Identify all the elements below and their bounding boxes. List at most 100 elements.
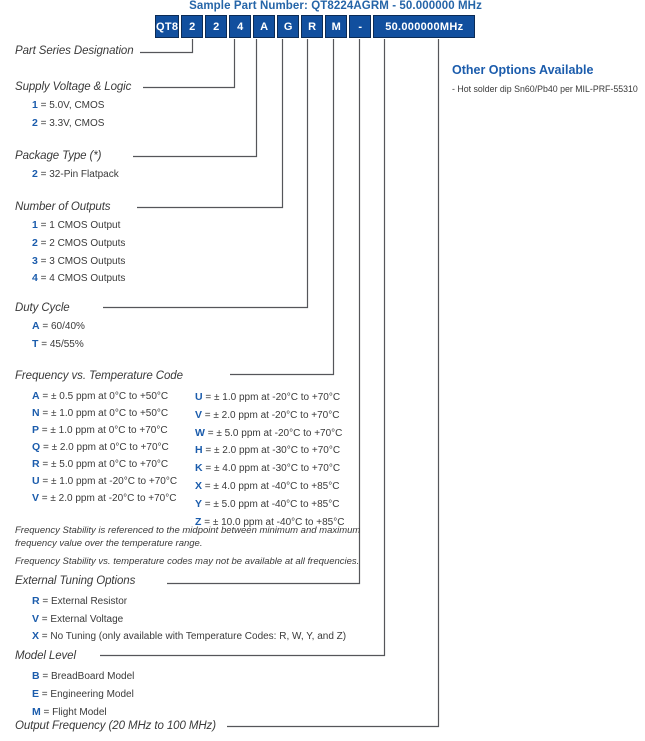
part-code-cell: 4 xyxy=(229,15,252,38)
option-row: U = ± 1.0 ppm at -20°C to +70°C xyxy=(195,389,344,407)
part-number-table: QT8 2 2 4 A G R M - 50.000000MHz xyxy=(155,15,476,38)
option-code: T xyxy=(32,337,39,350)
note-text: Frequency Stability vs. temperature code… xyxy=(15,556,360,567)
temp-code-list-right: U = ± 1.0 ppm at -20°C to +70°C V = ± 2.… xyxy=(195,389,344,531)
option-code: V xyxy=(32,612,40,625)
option-row: M = Flight Model xyxy=(32,704,134,722)
option-code: U xyxy=(32,475,40,487)
option-desc: = 60/40% xyxy=(42,321,85,332)
option-row: U = ± 1.0 ppm at -20°C to +70°C xyxy=(32,473,360,490)
part-code-cell: 2 xyxy=(205,15,228,38)
section-package-type: Package Type (*) 2 = 32-Pin Flatpack xyxy=(15,150,119,184)
option-row: P = ± 1.0 ppm at 0°C to +70°C xyxy=(32,422,360,439)
option-code: V xyxy=(32,492,40,504)
option-desc: = ± 0.5 ppm at 0°C to +50°C xyxy=(42,391,169,402)
section-model-level: Model Level B = BreadBoard Model E = Eng… xyxy=(15,650,134,721)
option-desc: = ± 5.0 ppm at -40°C to +85°C xyxy=(204,498,340,510)
option-desc: = ± 2.0 ppm at 0°C to +70°C xyxy=(42,442,169,453)
option-desc: = ± 4.0 ppm at -30°C to +70°C xyxy=(205,463,341,475)
section-title: Output Frequency (20 MHz to 100 MHz) xyxy=(15,720,216,732)
option-code: Y xyxy=(195,497,203,510)
option-row: R = External Resistor xyxy=(32,593,346,611)
section-number-of-outputs: Number of Outputs 1 = 1 CMOS Output 2 = … xyxy=(15,201,125,288)
option-code: X xyxy=(195,479,203,492)
connector-duty-cycle xyxy=(103,39,309,309)
section-title: Duty Cycle xyxy=(15,302,70,314)
connector-supply-voltage xyxy=(143,39,236,89)
option-desc: = ± 2.0 ppm at -20°C to +70°C xyxy=(41,493,177,504)
section-title: Package Type (*) xyxy=(15,150,102,162)
option-desc: = External Voltage xyxy=(41,613,124,625)
option-row: B = BreadBoard Model xyxy=(32,668,134,686)
option-desc: = ± 1.0 ppm at -20°C to +70°C xyxy=(205,392,341,403)
option-desc: = 1 CMOS Output xyxy=(40,220,121,231)
option-code: 3 xyxy=(32,254,38,267)
option-row: 2 = 3.3V, CMOS xyxy=(32,115,131,133)
part-code-cell: - xyxy=(349,15,372,38)
section-output-frequency: Output Frequency (20 MHz to 100 MHz) xyxy=(15,720,216,733)
option-code: A xyxy=(32,390,40,402)
option-row: R = ± 5.0 ppm at 0°C to +70°C xyxy=(32,456,360,473)
option-code: B xyxy=(32,670,40,682)
option-row: A = ± 0.5 ppm at 0°C to +50°C xyxy=(32,388,360,405)
option-code: H xyxy=(195,444,203,457)
connector-number-of-outputs xyxy=(137,39,284,209)
option-code: U xyxy=(195,391,203,403)
option-row: 1 = 1 CMOS Output xyxy=(32,217,125,235)
option-row: E = Engineering Model xyxy=(32,686,134,704)
other-options-list: - Hot solder dip Sn60/Pb40 per MIL-PRF-5… xyxy=(452,84,644,95)
option-list: 2 = 32-Pin Flatpack xyxy=(32,166,119,184)
option-desc: = Engineering Model xyxy=(41,688,134,700)
option-code: N xyxy=(32,407,40,419)
option-code: P xyxy=(32,424,40,436)
section-title: Supply Voltage & Logic xyxy=(15,81,132,93)
section-title: Model Level xyxy=(15,650,76,662)
option-desc: = 5.0V, CMOS xyxy=(40,100,105,111)
option-desc: = 3.3V, CMOS xyxy=(40,117,105,129)
connector-package-type xyxy=(133,39,258,158)
option-row: V = ± 2.0 ppm at -20°C to +70°C xyxy=(32,490,360,507)
option-row: K = ± 4.0 ppm at -30°C to +70°C xyxy=(195,460,344,478)
option-code: 2 xyxy=(32,116,38,129)
connector-part-series xyxy=(140,39,194,54)
other-option-item: - Hot solder dip Sn60/Pb40 per MIL-PRF-5… xyxy=(452,84,638,94)
option-row: Y = ± 5.0 ppm at -40°C to +85°C xyxy=(195,496,344,514)
connector-freq-temp-code xyxy=(230,39,335,376)
option-row: H = ± 2.0 ppm at -30°C to +70°C xyxy=(195,442,344,460)
option-row: V = ± 2.0 ppm at -20°C to +70°C xyxy=(195,407,344,425)
option-row: N = ± 1.0 ppm at 0°C to +50°C xyxy=(32,405,360,422)
option-list: B = BreadBoard Model E = Engineering Mod… xyxy=(32,668,134,721)
option-code: V xyxy=(195,408,203,421)
section-supply-voltage: Supply Voltage & Logic 1 = 5.0V, CMOS 2 … xyxy=(15,81,131,133)
section-part-series: Part Series Designation xyxy=(15,45,134,58)
option-code: Z xyxy=(195,515,202,528)
option-code: Q xyxy=(32,441,41,453)
option-desc: = 45/55% xyxy=(41,338,84,350)
option-row: V = External Voltage xyxy=(32,611,346,629)
section-freq-temp-code: Frequency vs. Temperature Code A = ± 0.5… xyxy=(15,370,360,528)
option-code: 4 xyxy=(32,272,38,285)
option-desc: = ± 4.0 ppm at -40°C to +85°C xyxy=(204,480,340,492)
option-row: 2 = 32-Pin Flatpack xyxy=(32,166,119,184)
part-code-cell: M xyxy=(325,15,348,38)
option-code: R xyxy=(32,595,40,607)
option-row: 4 = 4 CMOS Outputs xyxy=(32,270,125,288)
other-options-panel: Other Options Available - Hot solder dip… xyxy=(452,63,644,95)
option-row: X = ± 4.0 ppm at -40°C to +85°C xyxy=(195,478,344,496)
part-code-cell: QT8 xyxy=(155,15,180,38)
option-list: R = External Resistor V = External Volta… xyxy=(32,593,346,646)
option-row: X = No Tuning (only available with Tempe… xyxy=(32,628,346,646)
option-desc: = ± 1.0 ppm at 0°C to +50°C xyxy=(42,408,169,419)
other-options-heading: Other Options Available xyxy=(452,63,594,77)
section-title: Part Series Designation xyxy=(15,45,134,57)
option-code: 1 xyxy=(32,219,38,231)
option-code: W xyxy=(195,426,205,439)
option-desc: = 4 CMOS Outputs xyxy=(40,273,126,285)
option-row: 1 = 5.0V, CMOS xyxy=(32,97,131,115)
option-code: R xyxy=(32,458,40,470)
section-title: Number of Outputs xyxy=(15,201,111,213)
option-list: 1 = 1 CMOS Output 2 = 2 CMOS Outputs 3 =… xyxy=(32,217,125,288)
option-row: 3 = 3 CMOS Outputs xyxy=(32,253,125,271)
page-title: Sample Part Number: QT8224AGRM - 50.0000… xyxy=(189,0,482,12)
